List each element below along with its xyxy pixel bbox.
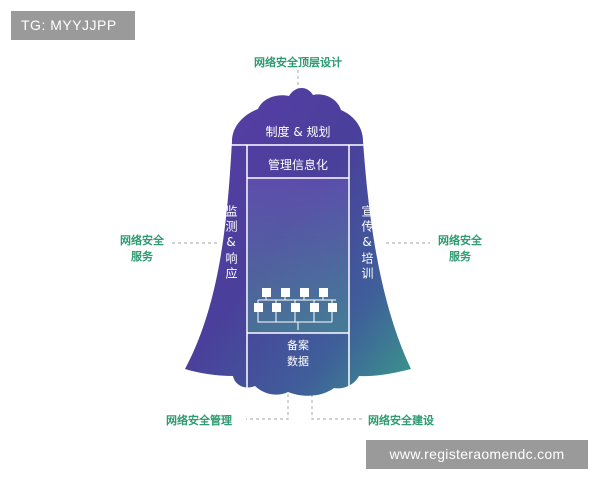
label-monitor-response: 监测&响应 xyxy=(224,205,238,282)
watermark-bottom: www.registeraomendc.com xyxy=(366,440,588,469)
label-filing-data-line1: 备案 xyxy=(287,339,309,352)
watermark-top: TG: MYYJJPP xyxy=(11,11,135,40)
label-filing-data: 备案 数据 xyxy=(268,338,328,370)
server-tree-icon xyxy=(254,288,337,330)
label-bottom-construction: 网络安全建设 xyxy=(368,414,434,427)
inner-frame xyxy=(230,144,365,388)
label-right-service-line2: 服务 xyxy=(449,250,471,263)
label-left-service: 网络安全 服务 xyxy=(112,233,172,265)
label-left-service-line1: 网络安全 xyxy=(120,234,164,247)
label-management-it: 管理信息化 xyxy=(267,158,328,172)
label-bottom-management: 网络安全管理 xyxy=(166,414,232,427)
label-policy-planning: 制度 & 规划 xyxy=(265,125,331,139)
label-right-service: 网络安全 服务 xyxy=(430,233,490,265)
label-promotion-training: 宣传&培训 xyxy=(360,205,374,282)
label-left-service-line2: 服务 xyxy=(131,250,153,263)
label-top-design: 网络安全顶层设计 xyxy=(254,56,342,69)
label-right-service-line1: 网络安全 xyxy=(438,234,482,247)
label-filing-data-line2: 数据 xyxy=(287,355,309,368)
